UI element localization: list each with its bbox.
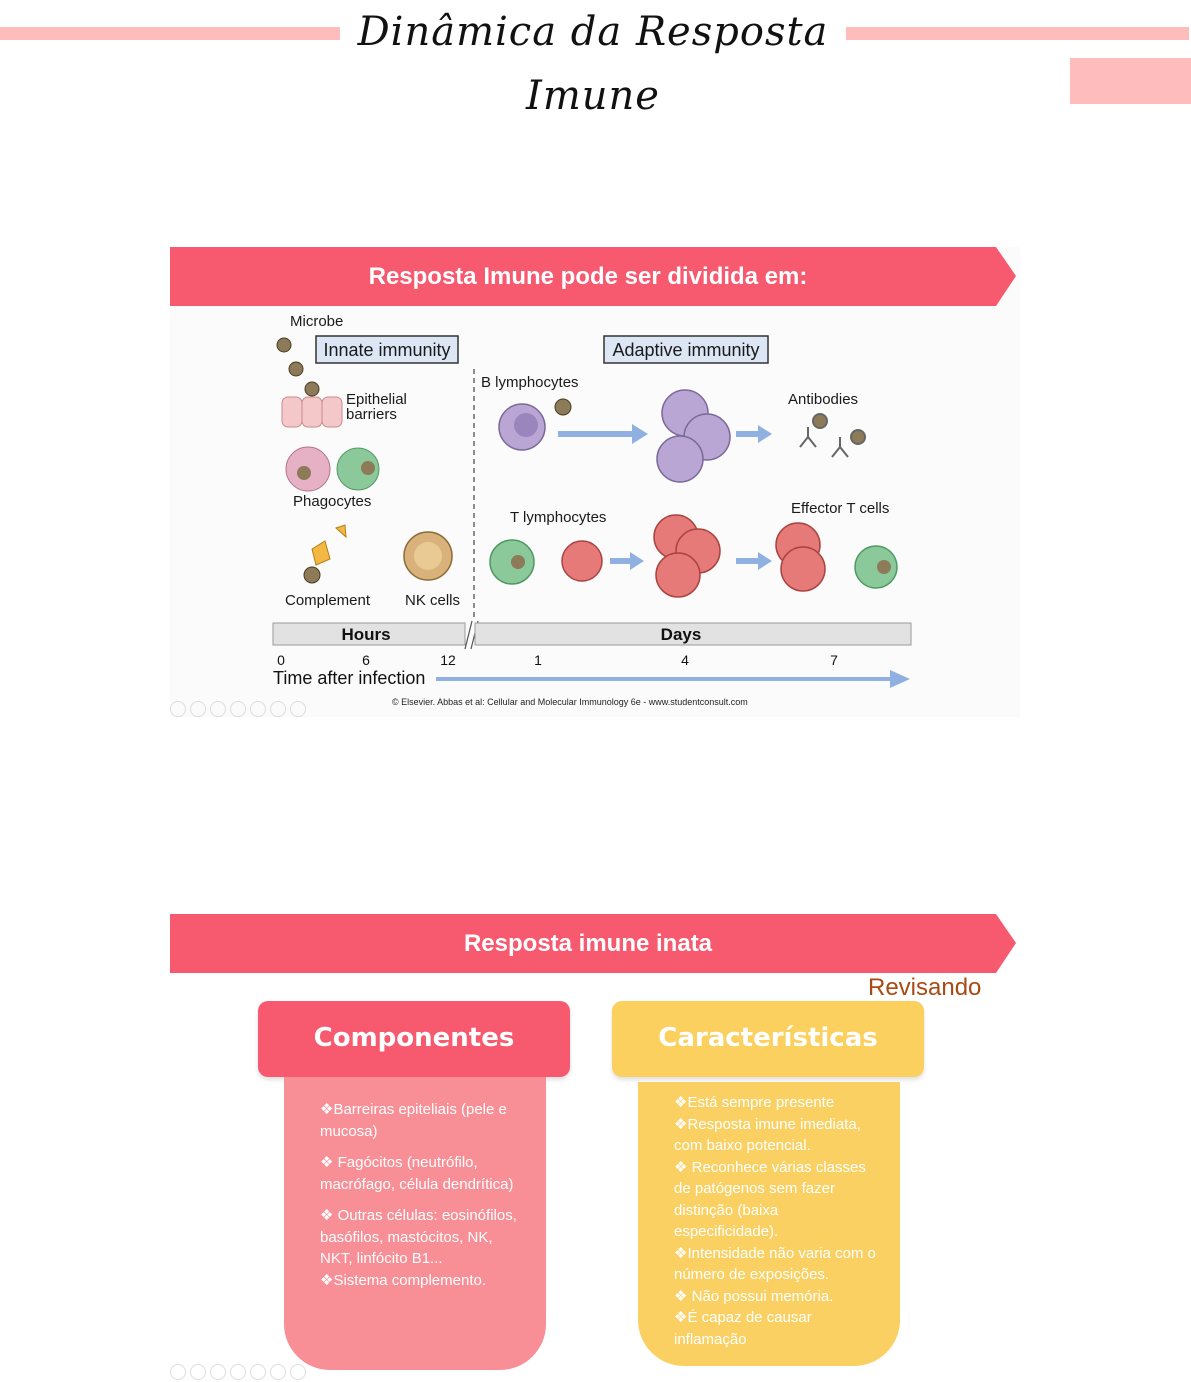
slides-icon[interactable] [270,1364,286,1380]
more-options-icon[interactable] [290,1364,306,1380]
pen-icon[interactable] [210,1364,226,1380]
innate-immunity-box: Innate immunity [316,336,458,363]
page-title: Dinâmica da Resposta Imune [340,0,846,64]
revisando-label: Revisando [868,974,981,1002]
componentes-item: ❖Sistema complemento. [320,1270,524,1292]
slide2-banner-title: Resposta imune inata [170,914,1006,973]
t-cell-clones-icon [654,515,720,597]
arrow-to-effector [736,552,772,570]
phagocyte-icon [286,447,379,491]
caracteristicas-card-title: Características [612,1001,924,1077]
slide1-presentation-controls[interactable] [170,701,306,719]
b-lymphocyte-icon [499,399,571,450]
caracteristicas-item: ❖ Reconhece várias classes de patógenos … [674,1157,878,1243]
complement-icon [304,525,346,583]
immune-timeline-diagram: Innate immunity Adaptive immunity Microb… [170,247,1020,717]
slide-innate-immune-response: Resposta imune inata Revisando Component… [170,914,1020,1382]
componentes-item: ❖ Fagócitos (neutrófilo, macrófago, célu… [320,1152,524,1195]
caracteristicas-item: ❖É capaz de causar inflamação [674,1307,878,1350]
caracteristicas-item: ❖Intensidade não varia com o número de e… [674,1243,878,1286]
header-line-left [0,27,340,40]
microbe-icon [277,338,319,396]
slide2-presentation-controls[interactable] [170,1364,306,1382]
complement-label: Complement [285,592,371,609]
epithelial-barrier-icon [282,397,342,427]
componentes-item: ❖ Outras células: eosinófilos, basófilos… [320,1205,524,1270]
effector-t-cells-icon [776,523,897,591]
prev-slide-icon[interactable] [170,1364,186,1380]
componentes-card-title: Componentes [258,1001,570,1077]
tick-day-7: 7 [830,652,838,668]
days-label: Days [661,625,702,644]
next-slide-icon[interactable] [190,701,206,717]
slide2-banner: Resposta imune inata [170,914,1016,973]
phagocytes-label: Phagocytes [293,493,371,510]
timeline-days-bar: Days [475,623,911,645]
prev-slide-icon[interactable] [170,701,186,717]
effector-t-cells-label: Effector T cells [791,500,889,517]
b-cell-clones-icon [657,390,730,482]
tick-day-4: 4 [681,652,689,668]
time-after-infection-label: Time after infection [273,668,425,688]
arrow-b-expansion [558,424,648,444]
antibodies-label: Antibodies [788,391,858,408]
tick-6: 6 [362,652,370,668]
time-arrow [436,670,910,688]
more-options-icon[interactable] [290,701,306,717]
header-accent-box [1070,58,1191,104]
arrow-to-antibodies [736,425,772,443]
nk-cells-label: NK cells [405,592,460,609]
adaptive-immunity-box: Adaptive immunity [604,336,768,363]
epithelial-label-line2: barriers [346,406,397,423]
componentes-card-body: ❖Barreiras epiteliais (pele e mucosa) ❖ … [284,1077,546,1370]
slide-immune-response-divisions: Resposta Imune pode ser dividida em: Inn… [170,247,1020,717]
antibodies-icon [800,414,865,457]
caracteristicas-item: ❖Está sempre presente [674,1092,878,1114]
header-line-right [846,27,1189,40]
zoom-icon[interactable] [250,701,266,717]
nk-cell-icon [404,532,452,580]
zoom-icon[interactable] [250,1364,266,1380]
slides-icon[interactable] [270,701,286,717]
pen-icon[interactable] [210,701,226,717]
hours-label: Hours [341,625,390,644]
caracteristicas-card-body: ❖Está sempre presente ❖Resposta imune im… [638,1082,900,1366]
tick-12: 12 [440,652,456,668]
figure-credit: © Elsevier. Abbas et al: Cellular and Mo… [392,697,748,707]
componentes-item: ❖Barreiras epiteliais (pele e mucosa) [320,1099,524,1142]
innate-immunity-label: Innate immunity [323,340,450,360]
tick-day-1: 1 [534,652,542,668]
b-lymphocytes-label: B lymphocytes [481,374,579,391]
t-lymphocytes-label: T lymphocytes [510,509,606,526]
pointer-icon[interactable] [230,701,246,717]
adaptive-immunity-label: Adaptive immunity [612,340,759,360]
timeline-hours-bar: Hours [273,623,465,645]
next-slide-icon[interactable] [190,1364,206,1380]
caracteristicas-item: ❖ Não possui memória. [674,1286,878,1308]
tick-0: 0 [277,652,285,668]
t-lymphocyte-icon [562,541,602,581]
pointer-icon[interactable] [230,1364,246,1380]
caracteristicas-item: ❖Resposta imune imediata, com baixo pote… [674,1114,878,1157]
antigen-presenting-cell-icon [490,540,534,584]
arrow-t-expansion [610,552,644,570]
microbe-label: Microbe [290,313,343,330]
